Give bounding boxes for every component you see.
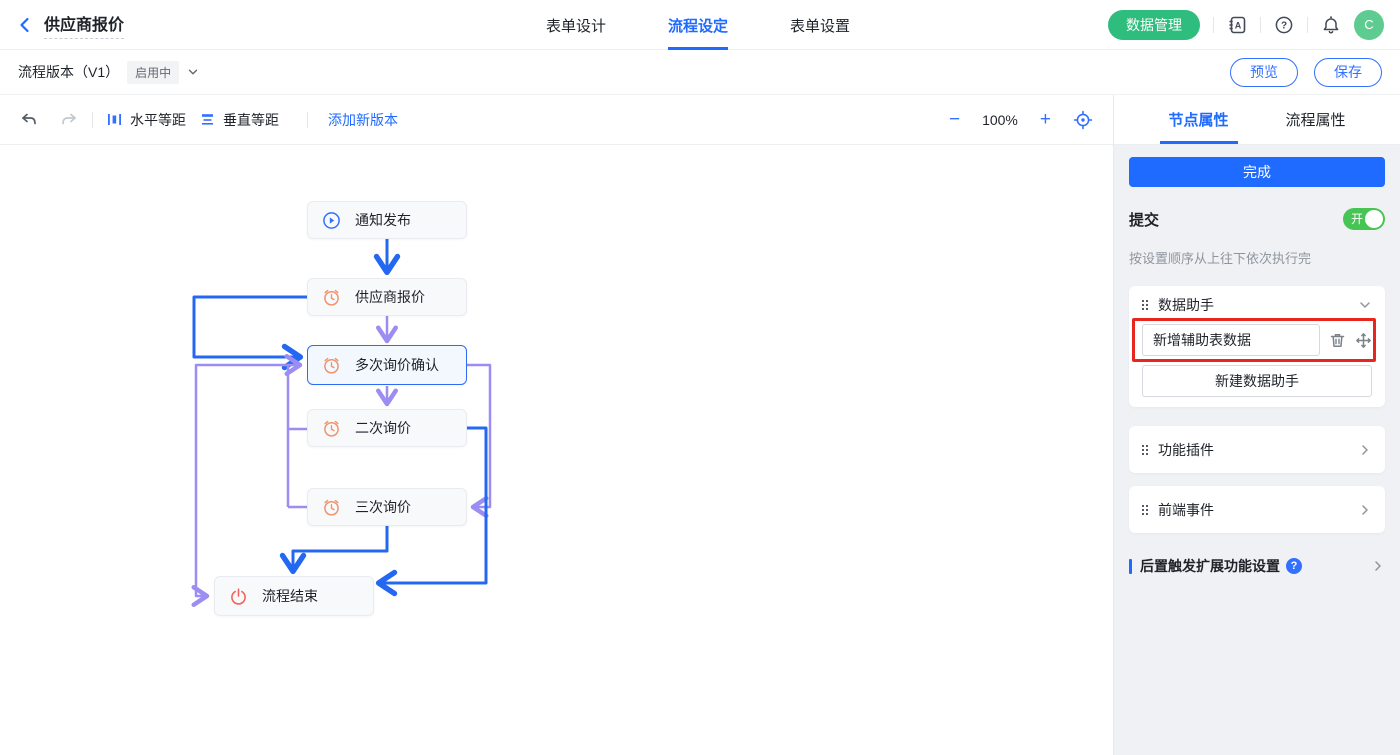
add-version-link[interactable]: 添加新版本 — [328, 111, 398, 128]
plugin-section-title: 功能插件 — [1158, 441, 1214, 458]
data-assistant-card: 数据助手 — [1129, 286, 1385, 407]
flow-node-notify[interactable]: 通知发布 — [307, 201, 467, 239]
node-label: 三次询价 — [355, 499, 411, 515]
app-header: 供应商报价 表单设计 流程设定 表单设置 数据管理 A ? C — [0, 0, 1400, 50]
version-bar: 流程版本（V1） 启用中 预览 保存 — [0, 50, 1400, 95]
timer-icon — [322, 498, 341, 517]
edge-third-bottom-to-end — [279, 526, 389, 575]
back-icon[interactable] — [16, 16, 34, 34]
assistant-name-input[interactable] — [1142, 324, 1320, 356]
horizontal-spacing-icon — [107, 112, 122, 127]
execution-order-hint: 按设置顺序从上往下依次执行完 — [1129, 251, 1312, 266]
svg-text:?: ? — [1281, 20, 1287, 31]
contact-book-icon[interactable]: A — [1227, 15, 1247, 35]
tab-form-design[interactable]: 表单设计 — [545, 17, 606, 35]
flow-canvas[interactable]: 通知发布 供应商报价 多次询价确认 二次询价 — [0, 145, 1113, 755]
avatar[interactable]: C — [1354, 9, 1384, 40]
chevron-right-icon[interactable] — [1358, 503, 1372, 517]
chevron-down-icon[interactable] — [187, 66, 199, 78]
flow-node-third-inquiry[interactable]: 三次询价 — [307, 488, 467, 526]
frontend-event-title: 前端事件 — [1158, 501, 1214, 518]
notification-bell-icon[interactable] — [1321, 15, 1341, 35]
toggle-knob — [1365, 210, 1383, 228]
flow-node-supplier-quote[interactable]: 供应商报价 — [307, 278, 467, 316]
section-marker — [1129, 558, 1132, 574]
tab-node-properties[interactable]: 节点属性 — [1140, 95, 1257, 144]
page-title[interactable]: 供应商报价 — [44, 11, 125, 39]
move-icon[interactable] — [1355, 332, 1372, 349]
edge-second-right-to-end — [375, 426, 488, 597]
edge-far-left-to-end — [191, 363, 288, 607]
flow-node-multi-inquiry-confirm[interactable]: 多次询价确认 — [307, 345, 467, 385]
zoom-out-button[interactable]: − — [948, 109, 961, 130]
vertical-spacing-button[interactable]: 垂直等距 — [200, 110, 279, 130]
divider — [307, 111, 308, 128]
node-label: 通知发布 — [355, 212, 411, 228]
horizontal-spacing-label: 水平等距 — [130, 111, 186, 128]
trash-icon[interactable] — [1329, 332, 1346, 349]
edge-left-return-to-confirm — [284, 354, 303, 507]
frontend-event-card[interactable]: 前端事件 — [1129, 486, 1385, 533]
post-trigger-row[interactable]: 后置触发扩展功能设置 ? — [1129, 556, 1385, 576]
timer-icon — [322, 288, 341, 307]
tab-form-setting[interactable]: 表单设置 — [790, 17, 851, 35]
drag-handle-icon[interactable] — [1142, 504, 1148, 515]
help-filled-icon[interactable]: ? — [1286, 558, 1302, 574]
drag-handle-icon[interactable] — [1142, 444, 1148, 455]
undo-icon[interactable] — [20, 111, 38, 129]
canvas-toolbar: 水平等距 垂直等距 添加新版本 − 100% + — [0, 95, 1113, 145]
svg-text:A: A — [1235, 20, 1242, 30]
node-label: 流程结束 — [262, 588, 318, 604]
flow-node-second-inquiry[interactable]: 二次询价 — [307, 409, 467, 447]
node-label: 多次询价确认 — [355, 357, 439, 373]
zoom-in-button[interactable]: + — [1039, 109, 1051, 130]
complete-button[interactable]: 完成 — [1129, 157, 1385, 187]
preview-button[interactable]: 预览 — [1230, 57, 1298, 87]
timer-icon — [322, 356, 341, 375]
flow-node-end[interactable]: 流程结束 — [214, 576, 374, 616]
flow-edges — [191, 239, 492, 607]
divider — [1213, 16, 1214, 33]
horizontal-spacing-button[interactable]: 水平等距 — [107, 110, 186, 130]
chevron-right-icon[interactable] — [1358, 443, 1372, 457]
header-tabs: 表单设计 流程设定 表单设置 — [546, 0, 850, 50]
divider — [1307, 16, 1308, 33]
chevron-down-icon[interactable] — [1358, 298, 1372, 312]
data-manage-button[interactable]: 数据管理 — [1108, 9, 1200, 40]
help-icon[interactable]: ? — [1274, 15, 1294, 35]
vertical-spacing-icon — [200, 112, 215, 127]
drag-handle-icon[interactable] — [1142, 300, 1148, 310]
submit-toggle[interactable]: 开 — [1343, 208, 1385, 230]
post-trigger-label: 后置触发扩展功能设置 — [1140, 558, 1280, 574]
toggle-on-label: 开 — [1351, 212, 1364, 226]
data-assistant-header[interactable]: 数据助手 — [1142, 286, 1372, 324]
edge-confirm-right-to-third — [467, 363, 492, 518]
tab-flow-setting[interactable]: 流程设定 — [667, 0, 729, 50]
data-assistant-title: 数据助手 — [1158, 297, 1214, 313]
save-button[interactable]: 保存 — [1314, 57, 1382, 87]
new-data-assistant-button[interactable]: 新建数据助手 — [1142, 365, 1372, 397]
plugin-section-card[interactable]: 功能插件 — [1129, 426, 1385, 473]
play-icon — [322, 211, 341, 230]
properties-panel: 节点属性 流程属性 完成 提交 开 按设置顺序从上往下依次执行完 数据助手 — [1113, 95, 1400, 755]
submit-label: 提交 — [1129, 211, 1160, 229]
status-badge: 启用中 — [127, 60, 180, 84]
vertical-spacing-label: 垂直等距 — [223, 111, 279, 128]
redo-icon[interactable] — [60, 111, 78, 129]
timer-icon — [322, 419, 341, 438]
divider — [92, 111, 93, 128]
node-label: 二次询价 — [355, 420, 411, 436]
chevron-right-icon[interactable] — [1371, 559, 1385, 573]
flow-version-label: 流程版本（V1） — [18, 64, 120, 80]
zoom-level: 100% — [982, 111, 1018, 128]
node-label: 供应商报价 — [355, 289, 425, 305]
edge-quote-left-loop — [192, 295, 307, 371]
locate-center-icon[interactable] — [1073, 110, 1093, 130]
divider — [1260, 16, 1261, 33]
tab-flow-properties[interactable]: 流程属性 — [1285, 112, 1346, 129]
power-icon — [229, 587, 248, 606]
